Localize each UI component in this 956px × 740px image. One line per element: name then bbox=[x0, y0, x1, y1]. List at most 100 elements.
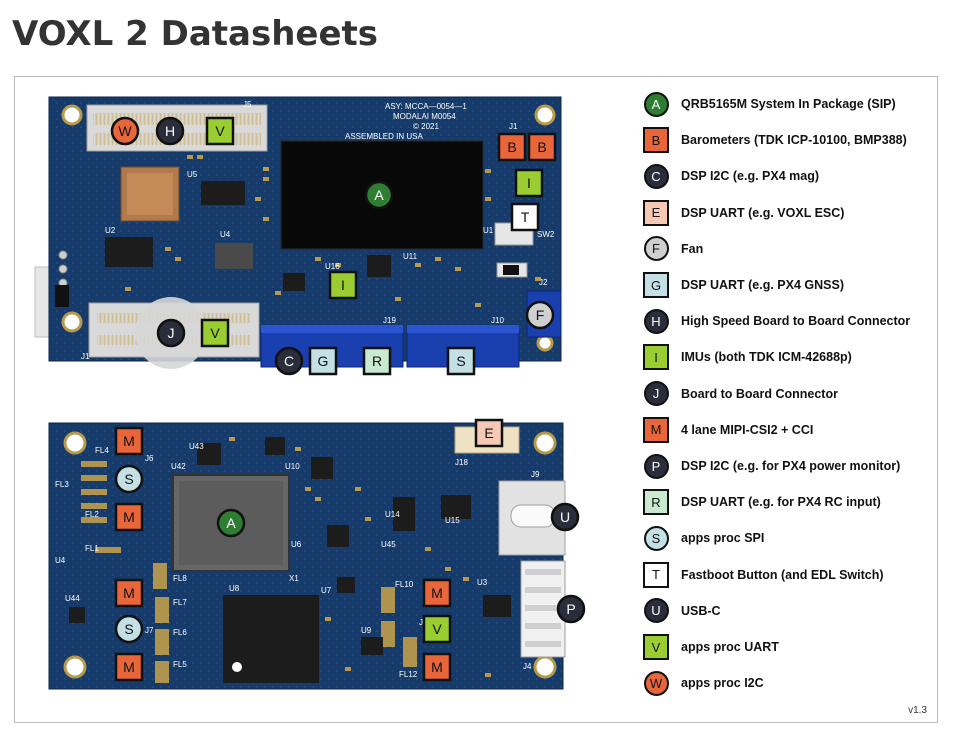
legend-marker: P bbox=[641, 451, 671, 481]
silk-label: U9 bbox=[361, 626, 372, 635]
legend-marker: J bbox=[641, 379, 671, 409]
silk-label: U1 bbox=[483, 226, 494, 235]
marker-shape bbox=[114, 652, 144, 682]
legend-marker-circle: P bbox=[643, 453, 669, 479]
marker-letter: I bbox=[341, 277, 345, 293]
marker-shape bbox=[527, 132, 557, 162]
legend-marker: G bbox=[641, 270, 671, 300]
legend-marker: F bbox=[641, 234, 671, 264]
marker-shape bbox=[422, 614, 452, 644]
legend-label: DSP UART (e.g. for PX4 RC input) bbox=[681, 495, 881, 510]
marker-shape bbox=[422, 652, 452, 682]
silk-label: U10 bbox=[285, 462, 300, 471]
marker-letter: V bbox=[215, 123, 225, 139]
silk-label: FL5 bbox=[173, 660, 187, 669]
legend-label: IMUs (both TDK ICM-42688p) bbox=[681, 350, 852, 365]
silk-label: U5 bbox=[187, 170, 198, 179]
marker-shape bbox=[308, 346, 338, 376]
marker-letter: V bbox=[210, 325, 220, 341]
legend-label: DSP UART (e.g. VOXL ESC) bbox=[681, 205, 845, 220]
marker-v: V bbox=[422, 614, 452, 644]
marker-g: G bbox=[308, 346, 338, 376]
board-diagram: ASY: MCCA—0054—1 MODALAI M0054 © 2021 AS… bbox=[34, 96, 586, 690]
marker-shape bbox=[200, 318, 230, 348]
silk-label: U15 bbox=[445, 516, 460, 525]
marker-m: M bbox=[422, 652, 452, 682]
silk-label: X1 bbox=[289, 574, 299, 583]
legend-marker-circle: H bbox=[643, 308, 669, 334]
marker-letter: I bbox=[527, 175, 531, 191]
legend-label: apps proc SPI bbox=[681, 531, 765, 546]
marker-a: A bbox=[364, 180, 394, 210]
legend-marker-square: M bbox=[643, 416, 669, 443]
silk-label: FL1 bbox=[85, 544, 99, 553]
marker-i: I bbox=[514, 168, 544, 198]
legend-marker-square: B bbox=[643, 127, 669, 154]
legend-marker: T bbox=[641, 560, 671, 590]
marker-letter: S bbox=[456, 353, 465, 369]
silk-label: J10 bbox=[491, 316, 504, 325]
silk-label: J5 bbox=[243, 100, 252, 109]
legend-marker-square: I bbox=[643, 344, 669, 371]
marker-shape bbox=[497, 132, 527, 162]
legend-marker-circle: U bbox=[643, 598, 669, 624]
silk-label: U2 bbox=[105, 226, 116, 235]
legend-marker: R bbox=[641, 487, 671, 517]
marker-shape bbox=[446, 346, 476, 376]
marker-letter: M bbox=[123, 585, 135, 601]
silk-label: U16 bbox=[325, 262, 340, 271]
marker-v: V bbox=[205, 116, 235, 146]
legend-item-i: I IMUs (both TDK ICM-42688p) bbox=[641, 342, 852, 372]
legend-label: Fastboot Button (and EDL Switch) bbox=[681, 567, 884, 582]
legend-marker-circle: S bbox=[643, 525, 669, 551]
silk-label: J4 bbox=[523, 662, 532, 671]
legend-item-p: P DSP I2C (e.g. for PX4 power monitor) bbox=[641, 451, 900, 481]
legend-marker: S bbox=[641, 523, 671, 553]
legend-marker-square: T bbox=[643, 561, 669, 588]
legend-marker-circle: J bbox=[643, 381, 669, 407]
marker-letter: M bbox=[431, 585, 443, 601]
silk-label: U44 bbox=[65, 594, 80, 603]
legend-marker-circle: A bbox=[643, 91, 669, 117]
legend-item-j: J Board to Board Connector bbox=[641, 379, 838, 409]
marker-s: S bbox=[114, 614, 144, 644]
legend-label: DSP UART (e.g. PX4 GNSS) bbox=[681, 278, 844, 292]
silk-copyright: © 2021 bbox=[413, 122, 439, 131]
marker-h: H bbox=[155, 116, 185, 146]
marker-letter: S bbox=[124, 621, 133, 637]
marker-shape bbox=[155, 116, 185, 146]
marker-shape bbox=[156, 318, 186, 348]
marker-letter: B bbox=[537, 139, 546, 155]
marker-shape bbox=[114, 464, 144, 494]
legend-label: DSP I2C (e.g. for PX4 power monitor) bbox=[681, 459, 901, 473]
marker-m: M bbox=[114, 502, 144, 532]
legend-marker: E bbox=[641, 198, 671, 228]
legend-marker-square: E bbox=[643, 199, 669, 226]
legend-item-a: A QRB5165M System In Package (SIP) bbox=[641, 89, 896, 119]
marker-shape bbox=[205, 116, 235, 146]
silk-label: J7 bbox=[145, 626, 154, 635]
silk-label: J9 bbox=[531, 470, 540, 479]
legend-label: QRB5165M System In Package (SIP) bbox=[681, 97, 896, 111]
silk-label: U3 bbox=[477, 578, 488, 587]
marker-c: C bbox=[274, 346, 304, 376]
marker-s: S bbox=[114, 464, 144, 494]
marker-e: E bbox=[474, 418, 504, 448]
legend-marker-circle: F bbox=[643, 236, 669, 262]
marker-j: J bbox=[156, 318, 186, 348]
marker-p: P bbox=[556, 594, 586, 624]
marker-letter: V bbox=[432, 621, 442, 637]
marker-letter: W bbox=[118, 123, 132, 139]
legend-label: DSP I2C (e.g. PX4 mag) bbox=[681, 169, 820, 184]
silk-label: U7 bbox=[321, 586, 332, 595]
legend-label: Board to Board Connector bbox=[681, 386, 838, 401]
silk-label: U4 bbox=[55, 556, 66, 565]
legend-item-r: R DSP UART (e.g. for PX4 RC input) bbox=[641, 487, 881, 517]
